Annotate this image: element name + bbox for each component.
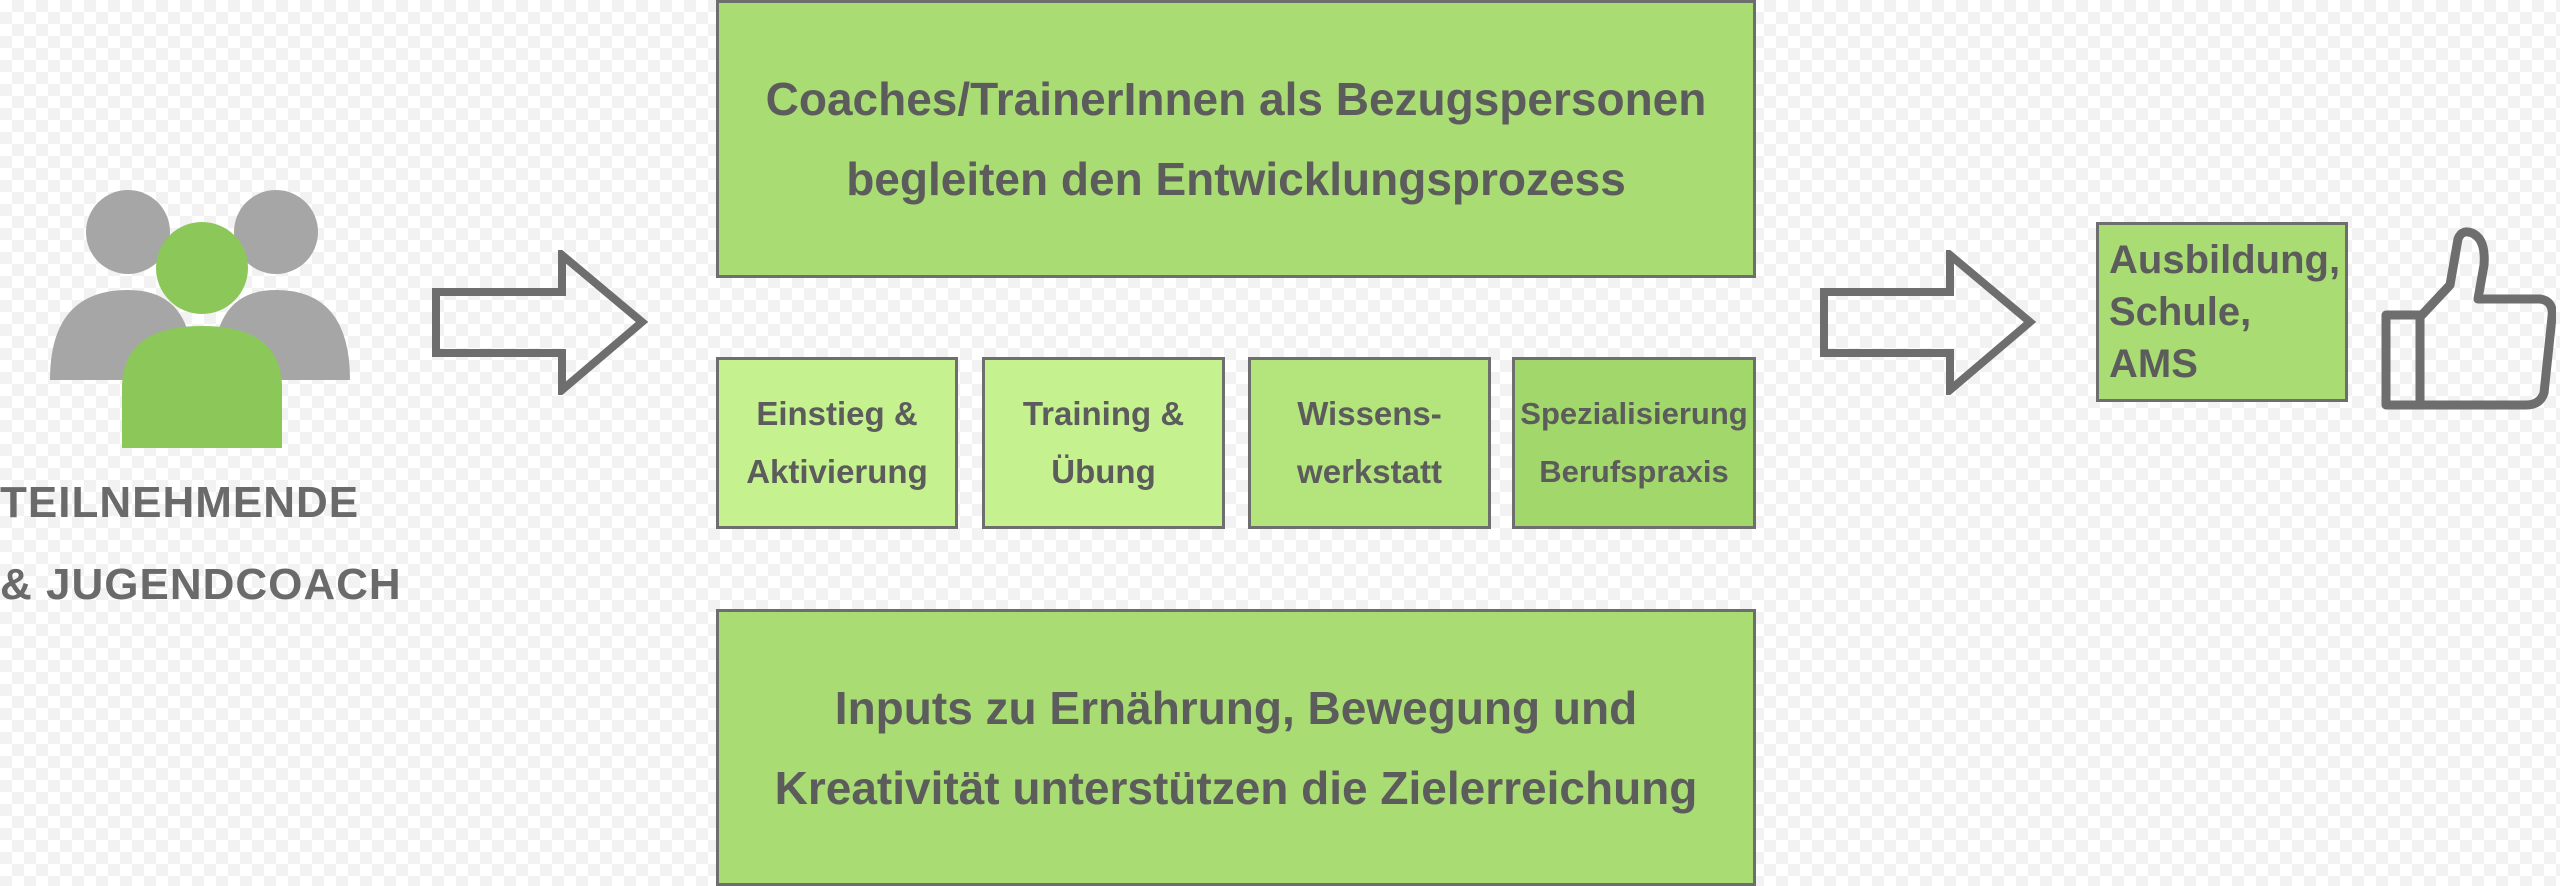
- person-back-right-head: [234, 190, 318, 274]
- person-front-body: [122, 326, 282, 448]
- person-back-left-head: [86, 190, 170, 274]
- phase-wissenswerkstatt: Wissens- werkstatt: [1248, 357, 1491, 529]
- outcome-box: Ausbildung, Schule, AMS: [2096, 222, 2348, 402]
- arrow-right-outline-icon: [1820, 250, 2036, 395]
- inputs-box: Inputs zu Ernährung, Bewegung und Kreati…: [716, 609, 1756, 886]
- arrow-right-outline-icon: [432, 250, 648, 395]
- phase-spezialisierung: Spezialisierung Berufspraxis: [1512, 357, 1756, 529]
- thumbs-up-outline-icon: [2381, 227, 2556, 410]
- coaches-box: Coaches/TrainerInnen als Bezugspersonen …: [716, 0, 1756, 278]
- person-front-head: [156, 222, 248, 314]
- phase-einstieg: Einstieg & Aktivierung: [716, 357, 958, 529]
- jugendcoach-label: & JUGENDCOACH: [0, 560, 402, 609]
- phase-training: Training & Übung: [982, 357, 1225, 529]
- participants-label: TEILNEHMENDE: [0, 478, 360, 527]
- people-group-icon: [50, 190, 350, 448]
